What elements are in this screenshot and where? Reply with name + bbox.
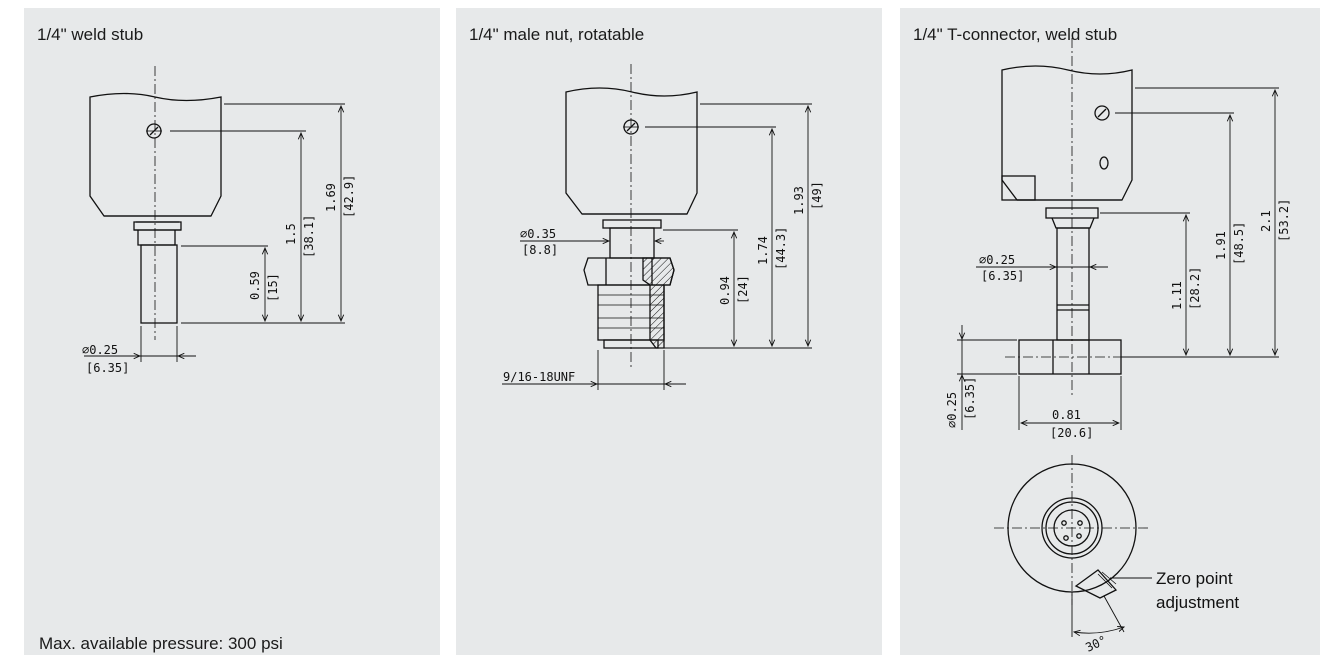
panel-male-nut: 1/4" male nut, rotatable [456, 8, 882, 655]
panel-t-connector: 1/4" T-connector, weld stub [900, 8, 1320, 655]
panel-weld-stub: 1/4" weld stub Max. available pressure: … [24, 8, 440, 655]
panel-title: 1/4" weld stub [37, 25, 144, 44]
panel-title: 1/4" T-connector, weld stub [913, 25, 1118, 44]
panel-title: 1/4" male nut, rotatable [469, 25, 645, 44]
pressure-note: Max. available pressure: 300 psi [39, 634, 283, 653]
